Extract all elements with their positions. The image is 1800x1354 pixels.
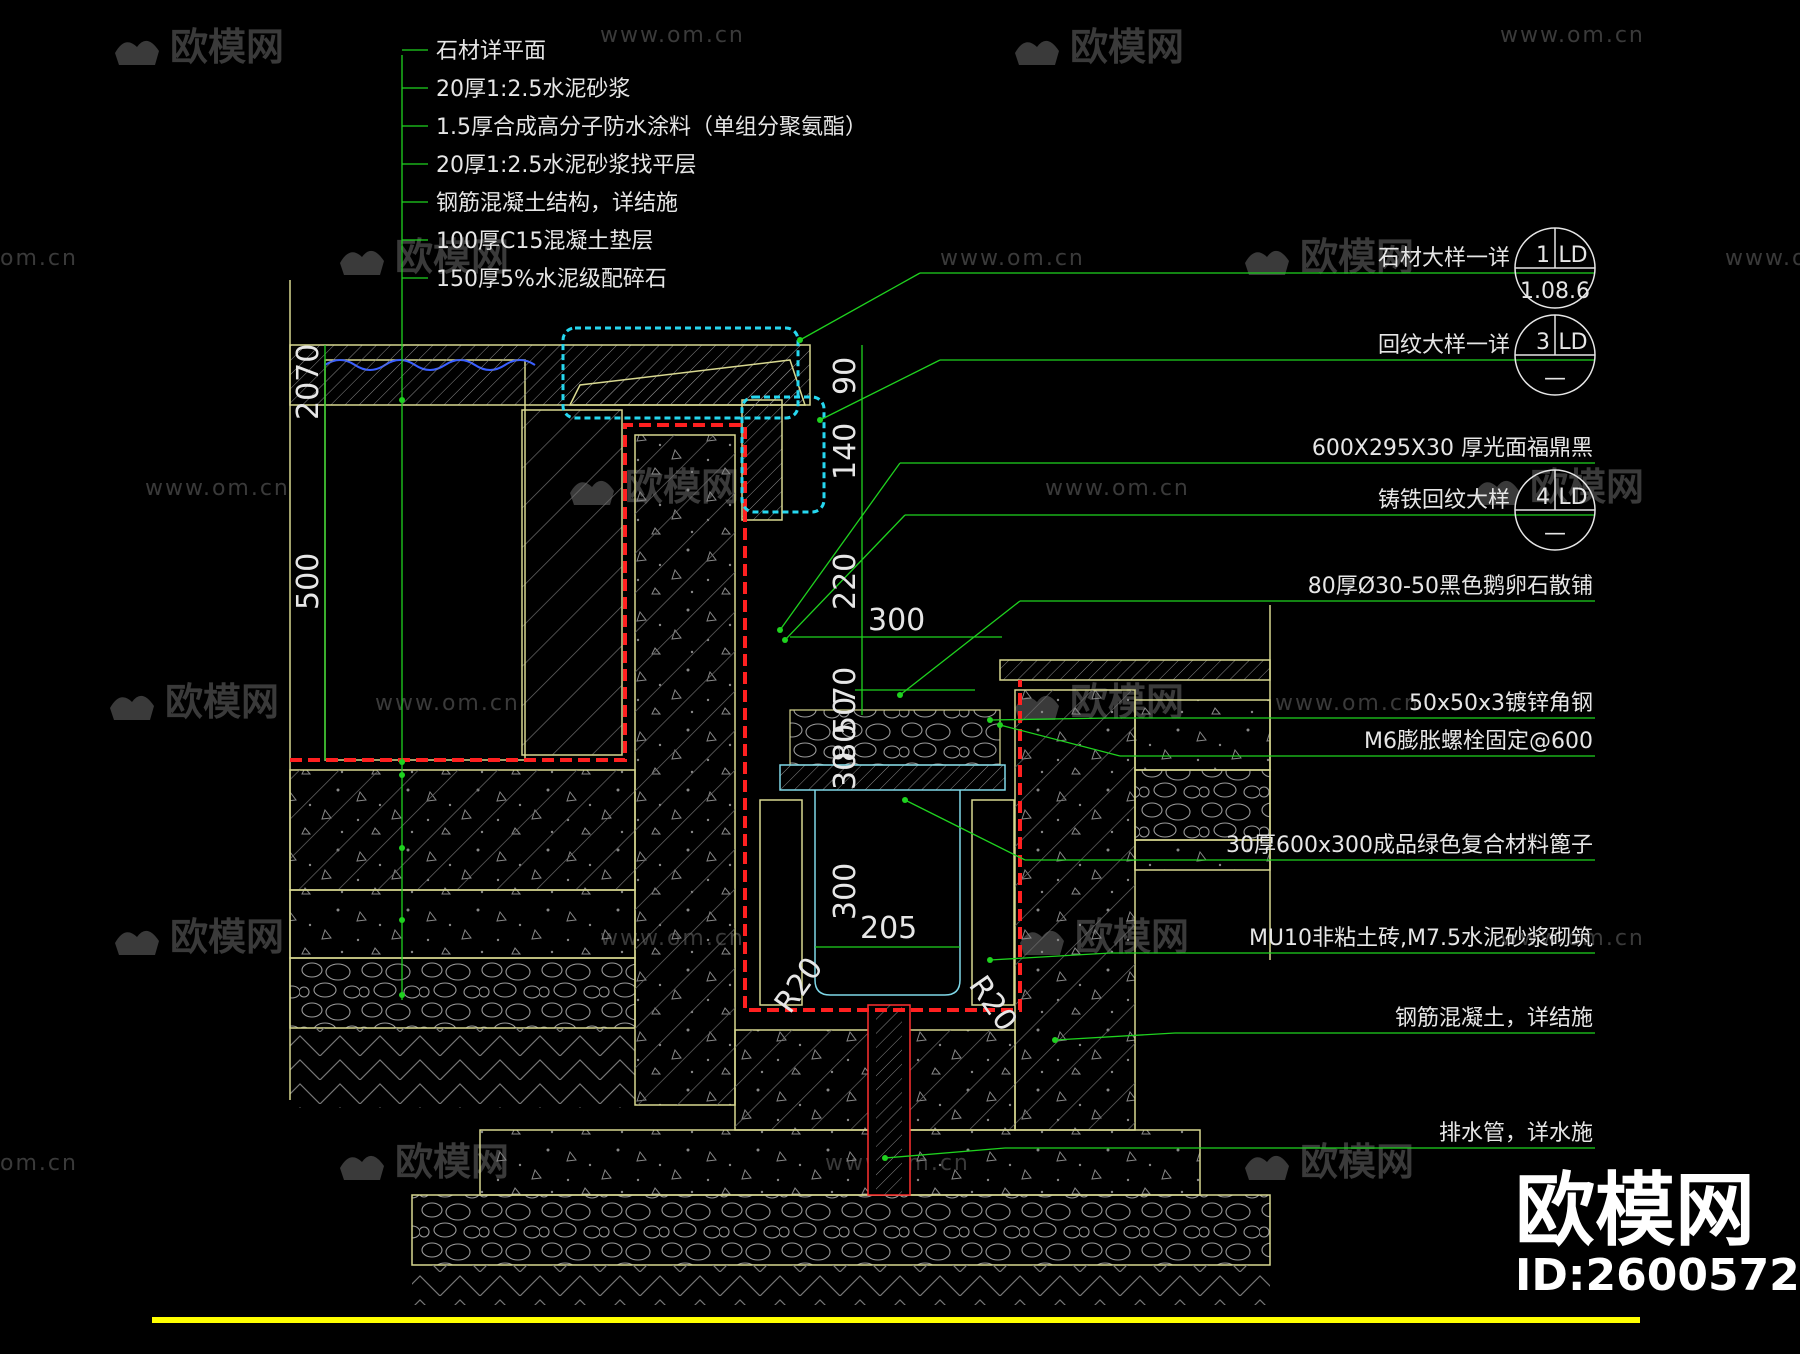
callout-text-1: 回纹大样一详: [1378, 333, 1510, 358]
callout-text-0: 石材大样一详: [1378, 246, 1510, 271]
layer-note-1: 20厚1:2.5水泥砂浆: [436, 77, 630, 102]
waterproof-membrane: [290, 423, 1022, 1012]
callout-dot: [1052, 1037, 1058, 1043]
callout-text-3: 铸铁回纹大样: [1378, 488, 1510, 513]
watermark-brand: 欧模网: [170, 25, 284, 69]
watermark-sofa-icon: [1015, 40, 1059, 65]
detail-sheet: —: [1544, 366, 1566, 391]
watermark-site: www.om.cn: [1045, 476, 1190, 501]
leader-dot: [399, 397, 405, 403]
leader-dot: [399, 992, 405, 998]
leader-dot: [399, 759, 405, 765]
detail-code: LD: [1558, 330, 1587, 355]
callout-text-6: M6膨胀螺栓固定@600: [1364, 729, 1593, 754]
layer-note-3: 20厚1:2.5水泥砂浆找平层: [436, 153, 696, 178]
dim-300-bottom: 300: [828, 863, 863, 920]
watermark-sofa-icon: [115, 930, 159, 955]
watermark-brand: 欧模网: [395, 235, 509, 279]
dim-70: 70: [828, 667, 863, 705]
dim-50: 50: [828, 697, 863, 735]
watermark-site: www.om.cn: [375, 691, 520, 716]
dim-220: 220: [828, 553, 863, 610]
detail-clouds: [561, 326, 826, 514]
watermark-site: www.om.cn: [1500, 926, 1645, 951]
callout-dot: [997, 722, 1003, 728]
callout-dot: [987, 717, 993, 723]
layer-note-0: 石材详平面: [436, 39, 546, 64]
watermark-site: www.om.cn: [1725, 246, 1800, 271]
dim-140: 140: [828, 423, 863, 480]
watermark-site: www.om.cn: [940, 246, 1085, 271]
detail-code: LD: [1558, 243, 1587, 268]
callout-dot: [897, 692, 903, 698]
layer-note-4: 钢筋混凝土结构，详结施: [436, 191, 678, 216]
callout-text-4: 80厚Ø30-50黑色鹅卵石散铺: [1308, 574, 1593, 599]
watermark-sofa-icon: [110, 695, 154, 720]
detail-symbol-3: 4 LD —: [1514, 469, 1596, 551]
watermark-brand: 欧模网: [165, 680, 279, 724]
callout-dot: [987, 957, 993, 963]
layer-notes: 石材详平面 20厚1:2.5水泥砂浆 1.5厚合成高分子防水涂料（单组分聚氨酯） 20…: [436, 39, 867, 292]
dim-30: 30: [828, 752, 863, 790]
watermark-sofa-icon: [1245, 1155, 1289, 1180]
watermark-brand: 欧模网: [1070, 25, 1184, 69]
callout-dot: [782, 637, 788, 643]
watermark-site: www.om.cn: [1500, 23, 1645, 48]
layer-note-2: 1.5厚合成高分子防水涂料（单组分聚氨酯）: [436, 115, 867, 140]
layer-note-5: 100厚C15混凝土垫层: [436, 229, 653, 254]
watermark-sofa-icon: [340, 250, 384, 275]
watermark-site-short: om.cn: [0, 246, 78, 271]
dim-205: 205: [860, 911, 917, 946]
watermark-site: www.om.cn: [1275, 691, 1420, 716]
leader-dot: [399, 845, 405, 851]
callout-text-2: 600X295X30 厚光面福鼎黑: [1312, 436, 1593, 461]
dim-300-top: 300: [868, 603, 925, 638]
callout-text-10: 排水管，详水施: [1439, 1121, 1593, 1146]
detail-code: LD: [1558, 485, 1587, 510]
dim-80: 80: [828, 724, 863, 762]
watermark-sofa-icon: [340, 1155, 384, 1180]
dim-500: 500: [291, 553, 326, 610]
callout-text-5: 50x50x3镀锌角钢: [1409, 691, 1593, 716]
callout-dot: [777, 627, 783, 633]
callout-text-9: 钢筋混凝土，详结施: [1395, 1006, 1593, 1031]
watermark-sofa-icon: [115, 40, 159, 65]
dim-2070: 2070: [291, 344, 326, 420]
detail-symbol-1: 3 LD —: [1514, 314, 1596, 396]
watermark-brand: 欧模网: [170, 915, 284, 959]
dimension-lines: [324, 345, 1002, 948]
detail-sheet: —: [1544, 521, 1566, 546]
callout-text-8: MU10非粘土砖,M7.5水泥砂浆砌筑: [1249, 926, 1593, 951]
detail-number: 1: [1536, 243, 1550, 268]
callout-leaders: [777, 272, 1595, 1161]
watermark-site: www.om.cn: [145, 476, 290, 501]
layer-note-leaders: [399, 49, 428, 1000]
leader-dot: [399, 772, 405, 778]
brand-stamp: 欧模网 ID:2600572: [1515, 1164, 1800, 1301]
callout-dot: [817, 417, 823, 423]
watermark-sofa-icon: [1475, 480, 1519, 505]
callout-dot: [882, 1155, 888, 1161]
brand-logo-text: 欧模网: [1515, 1164, 1755, 1257]
dim-90: 90: [828, 357, 863, 395]
watermark-site-short: om.cn: [0, 1151, 78, 1176]
brand-id-text: ID:2600572: [1515, 1250, 1800, 1301]
watermark-sofa-icon: [1245, 250, 1289, 275]
callout-dot: [902, 797, 908, 803]
watermark-site: www.om.cn: [600, 23, 745, 48]
callout-text-7: 30厚600x300成品绿色复合材料篦子: [1226, 833, 1593, 858]
detail-sheet: 1.08.6: [1520, 279, 1590, 304]
watermark-brand: 欧模网: [1300, 235, 1414, 279]
detail-symbol-0: 1 LD 1.08.6: [1514, 227, 1596, 309]
leader-dot: [399, 917, 405, 923]
layer-note-6: 150厚5%水泥级配碎石: [436, 267, 667, 292]
detail-number: 3: [1536, 330, 1550, 355]
detail-number: 4: [1536, 485, 1550, 510]
watermark-brand: 欧模网: [1300, 1140, 1414, 1184]
callout-dot: [797, 337, 803, 343]
